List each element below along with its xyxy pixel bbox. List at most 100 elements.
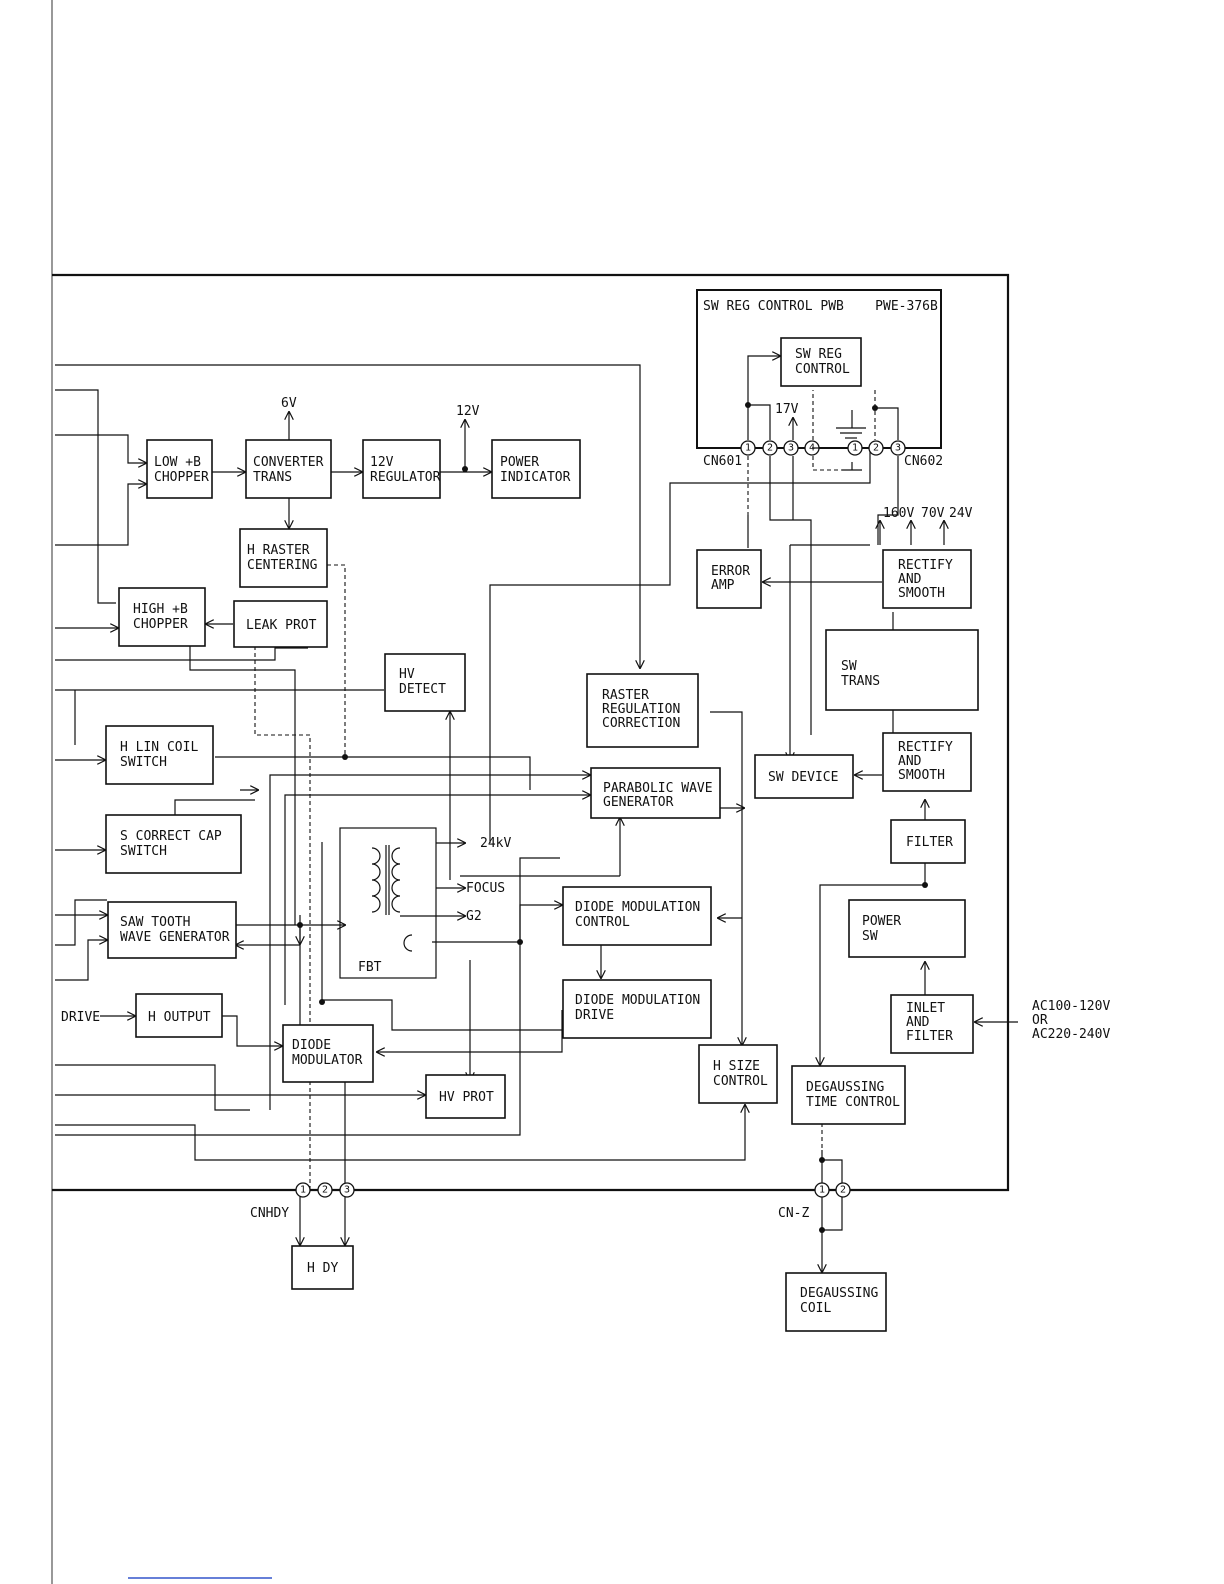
svg-text:SW: SW [862, 929, 878, 944]
block-parabolic-wave-generator: PARABOLIC WAVE GENERATOR [590, 767, 721, 819]
svg-text:DIODE MODULATION: DIODE MODULATION [575, 993, 700, 1008]
block-degaussing-coil: DEGAUSSING COIL [785, 1272, 887, 1332]
svg-text:1: 1 [819, 1185, 825, 1196]
svg-text:SW REG: SW REG [795, 347, 842, 362]
ground-symbols [836, 410, 866, 471]
sw-reg-control-pwb-title: SW REG CONTROL PWB PWE-376B [703, 299, 938, 314]
svg-text:SWITCH: SWITCH [120, 755, 167, 770]
svg-text:H LIN COIL: H LIN COIL [120, 740, 198, 755]
svg-text:CONTROL: CONTROL [713, 1074, 768, 1089]
svg-text:INDICATOR: INDICATOR [500, 470, 571, 485]
block-diode-modulator: DIODE MODULATOR [282, 1024, 374, 1083]
svg-text:FILTER: FILTER [906, 1029, 953, 1044]
svg-text:3: 3 [344, 1185, 350, 1196]
block-hv-detect: HV DETECT [384, 653, 466, 712]
svg-text:DIODE MODULATION: DIODE MODULATION [575, 900, 700, 915]
svg-text:2: 2 [840, 1185, 846, 1196]
svg-text:TIME CONTROL: TIME CONTROL [806, 1095, 900, 1110]
connector-cn601: 1 2 3 4 [740, 440, 820, 456]
block-power-indicator: POWER INDICATOR [491, 439, 581, 499]
svg-text:CONTROL: CONTROL [575, 915, 630, 930]
svg-text:LEAK PROT: LEAK PROT [246, 618, 317, 633]
svg-text:CORRECTION: CORRECTION [602, 716, 680, 731]
svg-text:PARABOLIC WAVE: PARABOLIC WAVE [603, 781, 713, 796]
svg-text:DEGAUSSING: DEGAUSSING [800, 1286, 878, 1301]
label-cn602: CN602 [904, 454, 943, 469]
block-saw-tooth-wave-generator: SAW TOOTH WAVE GENERATOR [107, 901, 237, 959]
svg-text:1: 1 [300, 1185, 306, 1196]
svg-text:LOW +B: LOW +B [154, 455, 201, 470]
block-power-sw: POWER SW [848, 899, 966, 958]
block-degaussing-time-control: DEGAUSSING TIME CONTROL [791, 1065, 906, 1125]
svg-text:MODULATOR: MODULATOR [292, 1053, 363, 1068]
block-h-lin-coil-switch: H LIN COIL SWITCH [105, 725, 214, 785]
wiring [55, 356, 1018, 1272]
block-rectify-and-smooth-bottom: RECTIFY AND SMOOTH [882, 732, 972, 792]
svg-text:CHOPPER: CHOPPER [133, 617, 188, 632]
svg-text:SW: SW [841, 659, 857, 674]
svg-text:WAVE GENERATOR: WAVE GENERATOR [120, 930, 230, 945]
svg-text:TRANS: TRANS [253, 470, 292, 485]
label-160v: 160V [883, 506, 914, 521]
svg-text:RASTER: RASTER [602, 688, 649, 703]
svg-text:DETECT: DETECT [399, 682, 446, 697]
block-converter-trans: CONVERTER TRANS [245, 439, 332, 499]
svg-text:FILTER: FILTER [906, 835, 953, 850]
block-s-correct-cap-switch: S CORRECT CAP SWITCH [105, 814, 242, 874]
block-sw-trans: SW TRANS [825, 629, 979, 711]
svg-text:POWER: POWER [500, 455, 539, 470]
svg-text:CONVERTER: CONVERTER [253, 455, 324, 470]
svg-text:SWITCH: SWITCH [120, 844, 167, 859]
svg-text:CENTERING: CENTERING [247, 558, 318, 573]
label-fbt: FBT [358, 960, 382, 975]
svg-text:H DY: H DY [307, 1261, 338, 1276]
block-leak-prot: LEAK PROT [233, 600, 328, 648]
svg-text:ERROR: ERROR [711, 564, 750, 579]
svg-text:3: 3 [788, 443, 794, 454]
svg-text:REGULATOR: REGULATOR [370, 470, 441, 485]
main-board-outline [52, 273, 1010, 1192]
block-inlet-and-filter: INLET AND FILTER [890, 994, 974, 1054]
label-cn601: CN601 [703, 454, 742, 469]
svg-text:2: 2 [873, 443, 879, 454]
block-low-b-chopper: LOW +B CHOPPER [146, 439, 213, 499]
block-diode-modulation-drive: DIODE MODULATION DRIVE [562, 979, 712, 1039]
svg-text:AND: AND [898, 572, 922, 587]
svg-text:COIL: COIL [800, 1301, 831, 1316]
svg-text:AND: AND [906, 1015, 930, 1030]
label-cnhdy: CNHDY [250, 1206, 289, 1221]
svg-text:HV: HV [399, 667, 415, 682]
block-rectify-and-smooth-top: RECTIFY AND SMOOTH [882, 549, 972, 609]
label-12v: 12V [456, 404, 480, 419]
block-h-output: H OUTPUT [135, 993, 223, 1038]
svg-text:RECTIFY: RECTIFY [898, 558, 953, 573]
block-high-b-chopper: HIGH +B CHOPPER [118, 587, 206, 647]
svg-text:AC100-120V: AC100-120V [1032, 999, 1110, 1014]
label-70v: 70V [921, 506, 945, 521]
block-raster-regulation-correction: RASTER REGULATION CORRECTION [586, 673, 699, 748]
svg-text:TRANS: TRANS [841, 674, 880, 689]
fbt-transformer [339, 827, 465, 979]
svg-text:AC220-240V: AC220-240V [1032, 1027, 1110, 1042]
block-sw-reg-control: SW REG CONTROL [780, 337, 862, 387]
block-sw-device: SW DEVICE [754, 754, 854, 799]
block-error-amp: ERROR AMP [696, 549, 762, 609]
block-12v-regulator: 12V REGULATOR [362, 439, 441, 499]
label-g2: G2 [466, 909, 482, 924]
connector-cn602: 1 2 3 [812, 440, 906, 456]
label-24v: 24V [949, 506, 973, 521]
svg-text:POWER: POWER [862, 914, 901, 929]
svg-text:H SIZE: H SIZE [713, 1059, 760, 1074]
svg-text:CONTROL: CONTROL [795, 362, 850, 377]
block-h-size-control: H SIZE CONTROL [698, 1044, 778, 1104]
svg-text:SW DEVICE: SW DEVICE [768, 770, 838, 785]
drive-label: DRIVE [61, 1010, 100, 1025]
svg-text:SMOOTH: SMOOTH [898, 768, 945, 783]
svg-text:INLET: INLET [906, 1001, 945, 1016]
label-cn-z: CN-Z [778, 1206, 809, 1221]
svg-text:H RASTER: H RASTER [247, 543, 310, 558]
svg-text:AND: AND [898, 754, 922, 769]
svg-text:CHOPPER: CHOPPER [154, 470, 209, 485]
connector-cn-z: 1 2 [814, 1182, 851, 1198]
svg-text:DEGAUSSING: DEGAUSSING [806, 1080, 884, 1095]
